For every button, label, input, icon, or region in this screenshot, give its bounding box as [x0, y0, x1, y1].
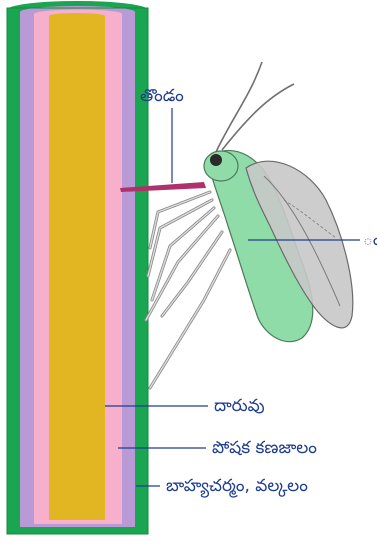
insect-head: [204, 151, 238, 181]
label-insect: ం: [363, 230, 377, 250]
insect-antennae: [216, 62, 294, 152]
xylem-core: [49, 16, 105, 520]
stem-top-core: [49, 13, 105, 19]
label-epidermis: బాహ్యచర్మం, వల్కలం: [166, 476, 308, 496]
plant-stem: [7, 1, 148, 534]
label-phloem: పోషక కణజాలం: [212, 438, 317, 458]
insect-legs: [146, 192, 230, 388]
label-proboscis: తొండం: [140, 86, 184, 106]
insect: [120, 62, 353, 388]
insect-eye: [210, 154, 222, 166]
label-xylem: దారువు: [214, 396, 265, 416]
